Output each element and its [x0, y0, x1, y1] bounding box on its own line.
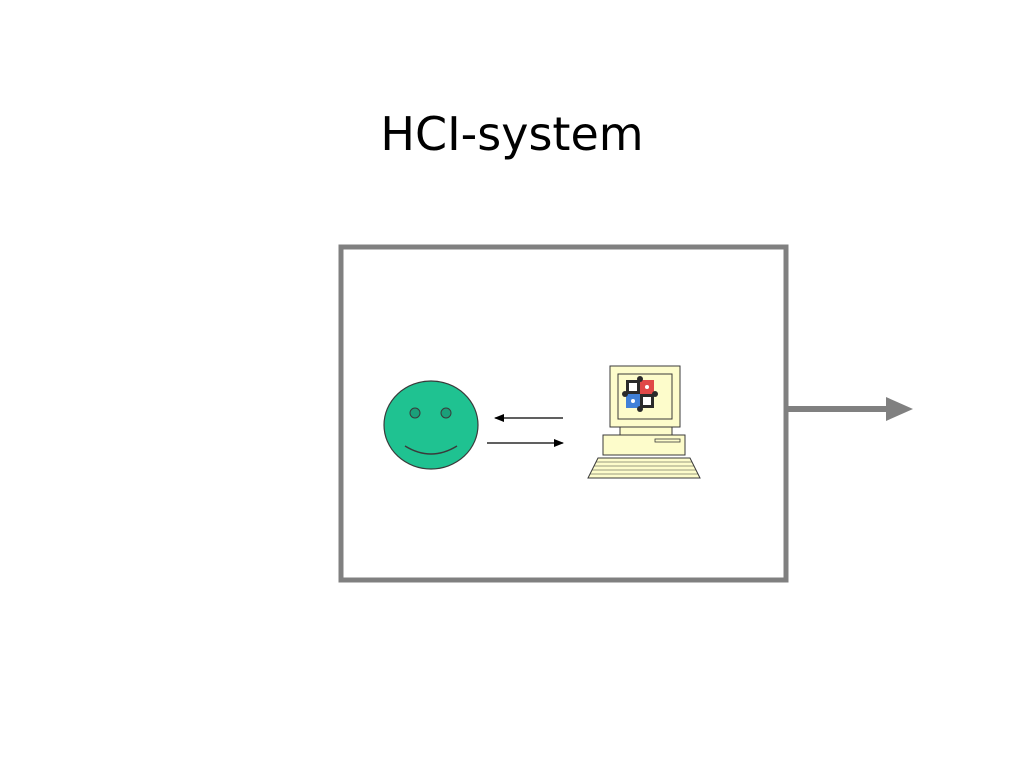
system-boundary-box	[338, 244, 789, 583]
computer-icon	[587, 365, 701, 479]
smiley-face-icon	[383, 380, 479, 470]
output-arrow	[788, 397, 913, 421]
puzzle-icon	[622, 376, 658, 412]
page-title: HCI-system	[380, 107, 644, 161]
